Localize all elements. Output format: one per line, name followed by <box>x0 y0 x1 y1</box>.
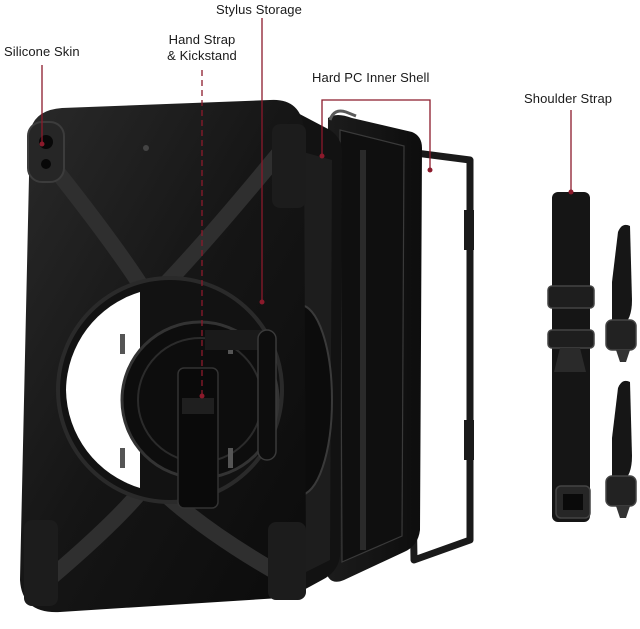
label-shoulder-strap: Shoulder Strap <box>524 91 613 106</box>
callout-hard-pc-shell <box>321 99 431 168</box>
label-hand-strap-line1: Hand Strap <box>168 32 236 47</box>
label-hand-strap-line2: & Kickstand <box>167 48 237 63</box>
silicone-skin-back <box>20 99 306 613</box>
label-stylus-storage: Stylus Storage <box>216 2 302 17</box>
label-silicone-skin: Silicone Skin <box>4 44 80 59</box>
label-hand-strap: Hand Strap & Kickstand <box>160 32 244 64</box>
callout-lines <box>39 18 574 399</box>
label-hard-pc-inner-shell: Hard PC Inner Shell <box>312 70 430 85</box>
hard-pc-inner-shell <box>326 109 422 582</box>
shoulder-strap <box>547 192 637 522</box>
